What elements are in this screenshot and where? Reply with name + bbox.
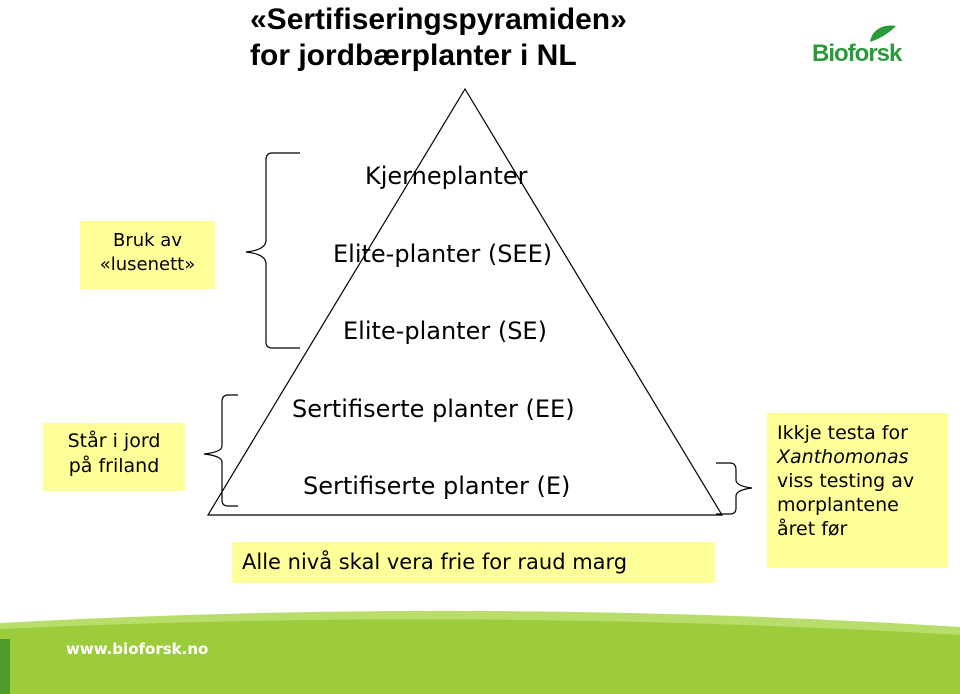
note-right-line-3: viss testing av [777, 470, 915, 492]
level-kjerneplanter: Kjerneplanter [365, 162, 528, 190]
title-line-2: for jordbærplanter i NL [250, 39, 577, 72]
level-sertifiserte-ee: Sertifiserte planter (EE) [292, 395, 575, 423]
note-right-line-4: morplantene [777, 494, 899, 516]
level-elite-see: Elite-planter (SEE) [333, 240, 553, 268]
note-right-line-1: Ikkje testa for [777, 422, 908, 444]
brace-lower [203, 394, 238, 507]
note-xanthomonas: Ikkje testa for Xanthomonas viss testing… [767, 413, 948, 568]
level-sertifiserte-e: Sertifiserte planter (E) [303, 472, 571, 500]
leaf-icon [870, 25, 896, 42]
level-elite-se: Elite-planter (SE) [343, 317, 547, 345]
note-right-line-2: Xanthomonas [777, 446, 909, 468]
brace-upper [245, 152, 300, 349]
pyramid-triangle [206, 87, 724, 516]
brace-right [716, 462, 753, 515]
note-friland-line-1: Står i jord [67, 430, 161, 452]
note-lusenett: Bruk av «lusenett» [80, 221, 215, 289]
title-line-1: «Sertifiseringspyramiden» [250, 3, 627, 36]
note-friland-line-2: på friland [68, 455, 160, 477]
bioforsk-logo: Bioforsk [812, 22, 922, 78]
footer-band [0, 610, 960, 694]
note-lusenett-line-1: Bruk av [113, 230, 182, 251]
slide-title: «Sertifiseringspyramiden» for jordbærpla… [250, 2, 627, 74]
note-friland: Står i jord på friland [43, 423, 185, 491]
logo-text: Bioforsk [812, 40, 902, 67]
footer-url[interactable]: www.bioforsk.no [66, 640, 209, 658]
note-right-line-5: året før [777, 518, 848, 540]
note-raud-marg: Alle nivå skal vera frie for raud marg [232, 542, 715, 583]
note-lusenett-line-2: «lusenett» [99, 254, 196, 275]
